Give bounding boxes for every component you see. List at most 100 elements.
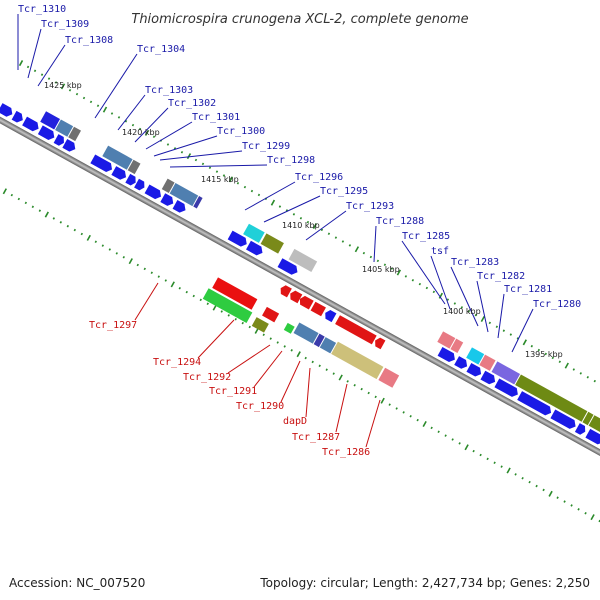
gene-arrow[interactable] bbox=[297, 294, 314, 310]
gene-label[interactable]: Tcr_1283 bbox=[451, 257, 499, 268]
feature-block[interactable] bbox=[378, 367, 400, 388]
gene-arrow[interactable] bbox=[437, 346, 458, 364]
gene-arrow[interactable] bbox=[480, 370, 497, 387]
feature-block[interactable] bbox=[251, 317, 269, 333]
gene-arrow[interactable] bbox=[111, 166, 128, 182]
gene-label[interactable]: Tcr_1290 bbox=[236, 401, 284, 412]
gene-arrow[interactable] bbox=[144, 184, 164, 202]
feature-block[interactable] bbox=[588, 415, 600, 441]
gene-label[interactable]: Tcr_1291 bbox=[209, 386, 257, 397]
gene-label[interactable]: Tcr_1282 bbox=[477, 271, 525, 282]
gene-label[interactable]: dapD bbox=[283, 416, 307, 427]
feature-block[interactable] bbox=[193, 196, 203, 209]
gene-arrow[interactable] bbox=[62, 138, 77, 154]
gene-label[interactable]: Tcr_1310 bbox=[18, 4, 66, 15]
gene-arrow[interactable] bbox=[454, 356, 469, 371]
gene-arrow[interactable] bbox=[22, 116, 41, 134]
position-tick bbox=[47, 77, 51, 80]
gene-label[interactable]: Tcr_1285 bbox=[402, 231, 450, 242]
gene-arrow[interactable] bbox=[323, 309, 337, 323]
feature-block[interactable] bbox=[319, 337, 337, 354]
gene-arrow[interactable] bbox=[466, 362, 483, 379]
feature-block[interactable] bbox=[262, 306, 280, 323]
gene-label[interactable]: Tcr_1297 bbox=[89, 320, 137, 331]
gene-arrow[interactable] bbox=[574, 423, 588, 436]
gene-label[interactable]: Tcr_1309 bbox=[41, 19, 89, 30]
gene-label[interactable]: Tcr_1303 bbox=[145, 85, 193, 96]
gene-label[interactable]: Tcr_1304 bbox=[137, 44, 185, 55]
gene-label[interactable]: Tcr_1288 bbox=[376, 216, 424, 227]
gene-arrow[interactable] bbox=[277, 258, 300, 276]
feature-block[interactable] bbox=[202, 288, 253, 323]
position-tick bbox=[40, 73, 44, 76]
feature-block[interactable] bbox=[40, 111, 61, 130]
gene-label[interactable]: Tcr_1308 bbox=[65, 35, 113, 46]
gene-label[interactable]: Tcr_1293 bbox=[346, 201, 394, 212]
feature-block[interactable] bbox=[582, 411, 594, 426]
position-tick bbox=[338, 374, 343, 381]
position-tick bbox=[52, 217, 56, 220]
gene-arrow[interactable] bbox=[160, 193, 175, 208]
feature-block[interactable] bbox=[491, 361, 521, 385]
feature-block[interactable] bbox=[479, 354, 496, 371]
feature-block[interactable] bbox=[515, 374, 588, 422]
gene-arrow[interactable] bbox=[125, 173, 138, 187]
gene-label[interactable]: Tcr_1286 bbox=[322, 447, 370, 458]
gene-label[interactable]: Tcr_1287 bbox=[292, 432, 340, 443]
feature-block[interactable] bbox=[212, 277, 258, 310]
feature-block[interactable] bbox=[437, 331, 456, 349]
gene-arrow[interactable] bbox=[37, 125, 57, 142]
gene-arrow[interactable] bbox=[517, 391, 553, 417]
feature-block[interactable] bbox=[161, 178, 175, 193]
gene-label[interactable]: Tcr_1296 bbox=[295, 172, 343, 183]
gene-arrow[interactable] bbox=[494, 378, 520, 398]
leader-line bbox=[153, 135, 218, 157]
gene-label[interactable]: Tcr_1299 bbox=[242, 141, 290, 152]
feature-block[interactable] bbox=[243, 223, 265, 243]
position-tick bbox=[94, 240, 97, 243]
feature-block[interactable] bbox=[68, 126, 82, 142]
gene-arrow[interactable] bbox=[90, 154, 114, 173]
position-tick bbox=[430, 426, 433, 430]
feature-block[interactable] bbox=[283, 322, 295, 334]
gene-label[interactable]: Tcr_1295 bbox=[320, 186, 368, 197]
feature-block[interactable] bbox=[288, 248, 318, 273]
gene-arrow[interactable] bbox=[585, 428, 600, 446]
gene-arrow[interactable] bbox=[0, 103, 15, 119]
feature-block[interactable] bbox=[169, 182, 199, 207]
gene-label[interactable]: Tcr_1298 bbox=[267, 155, 315, 166]
feature-block[interactable] bbox=[102, 145, 133, 170]
gene-arrow[interactable] bbox=[278, 284, 292, 298]
gene-label[interactable]: Tcr_1294 bbox=[153, 357, 201, 368]
position-tick bbox=[269, 337, 272, 340]
gene-arrow[interactable] bbox=[246, 240, 265, 258]
position-tick bbox=[488, 321, 492, 325]
gene-label[interactable]: tsf bbox=[431, 246, 449, 257]
gene-arrow[interactable] bbox=[227, 230, 249, 249]
feature-block[interactable] bbox=[313, 333, 325, 348]
feature-block[interactable] bbox=[466, 347, 485, 365]
position-tick bbox=[577, 508, 580, 511]
feature-block[interactable] bbox=[331, 341, 384, 380]
gene-label[interactable]: Tcr_1302 bbox=[168, 98, 216, 109]
gene-arrow[interactable] bbox=[373, 336, 386, 350]
position-tick bbox=[334, 236, 338, 239]
gene-arrow[interactable] bbox=[172, 200, 188, 215]
gene-label[interactable]: Tcr_1292 bbox=[183, 372, 231, 383]
gene-label[interactable]: Tcr_1301 bbox=[192, 112, 240, 123]
gene-arrow[interactable] bbox=[53, 134, 67, 147]
gene-arrow[interactable] bbox=[134, 178, 147, 192]
feature-block[interactable] bbox=[310, 301, 326, 317]
feature-block[interactable] bbox=[335, 315, 377, 345]
gene-label[interactable]: Tcr_1280 bbox=[533, 299, 581, 310]
gene-arrow[interactable] bbox=[11, 110, 26, 125]
feature-block[interactable] bbox=[450, 338, 464, 353]
feature-block[interactable] bbox=[127, 159, 141, 175]
feature-block[interactable] bbox=[260, 233, 284, 254]
feature-block[interactable] bbox=[55, 119, 74, 137]
gene-arrow[interactable] bbox=[550, 409, 578, 430]
gene-arrow[interactable] bbox=[288, 289, 303, 304]
gene-label[interactable]: Tcr_1300 bbox=[217, 126, 265, 137]
gene-label[interactable]: Tcr_1281 bbox=[504, 284, 552, 295]
feature-block[interactable] bbox=[293, 322, 319, 344]
